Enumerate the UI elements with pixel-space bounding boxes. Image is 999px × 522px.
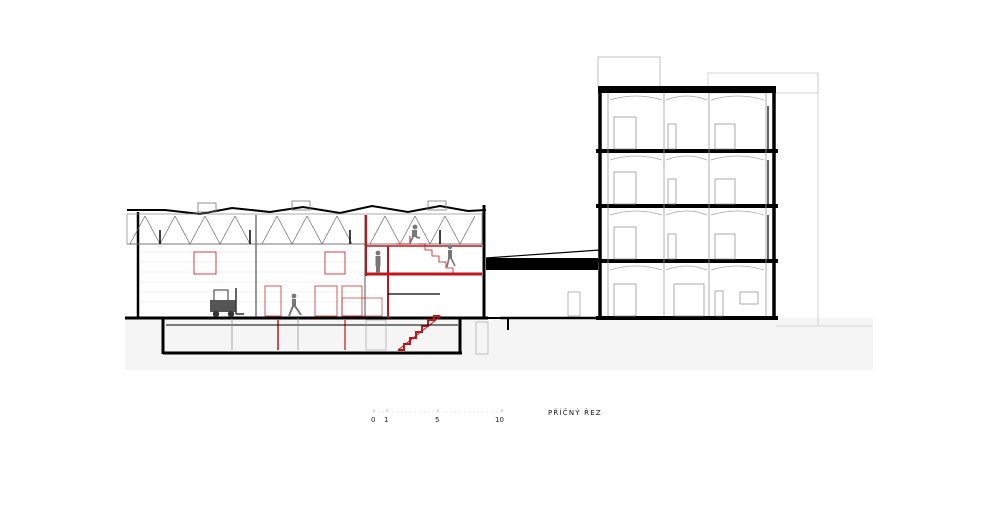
- industrial-hall: [125, 200, 488, 320]
- multi-storey-building: [596, 56, 872, 327]
- walking-person-icon: [288, 293, 302, 317]
- scale-label-0: 0: [371, 416, 375, 424]
- new-insert-structure: [277, 215, 482, 351]
- scale-bar: 0 1 5 10: [371, 409, 504, 424]
- people-figures: [210, 224, 456, 318]
- forklift-icon: [210, 288, 244, 318]
- basement: [161, 317, 509, 355]
- scale-label-5: 5: [435, 416, 439, 424]
- scale-label-1: 1: [384, 416, 388, 424]
- ground-area: [125, 318, 873, 370]
- scale-label-10: 10: [495, 416, 504, 424]
- stair-person-icon: [446, 244, 456, 268]
- standing-person-icon: [375, 250, 381, 273]
- drawing-title: PŘÍČNÝ ŘEZ: [548, 408, 602, 417]
- connecting-bridge: [485, 249, 601, 320]
- sitting-person-icon: [409, 224, 421, 244]
